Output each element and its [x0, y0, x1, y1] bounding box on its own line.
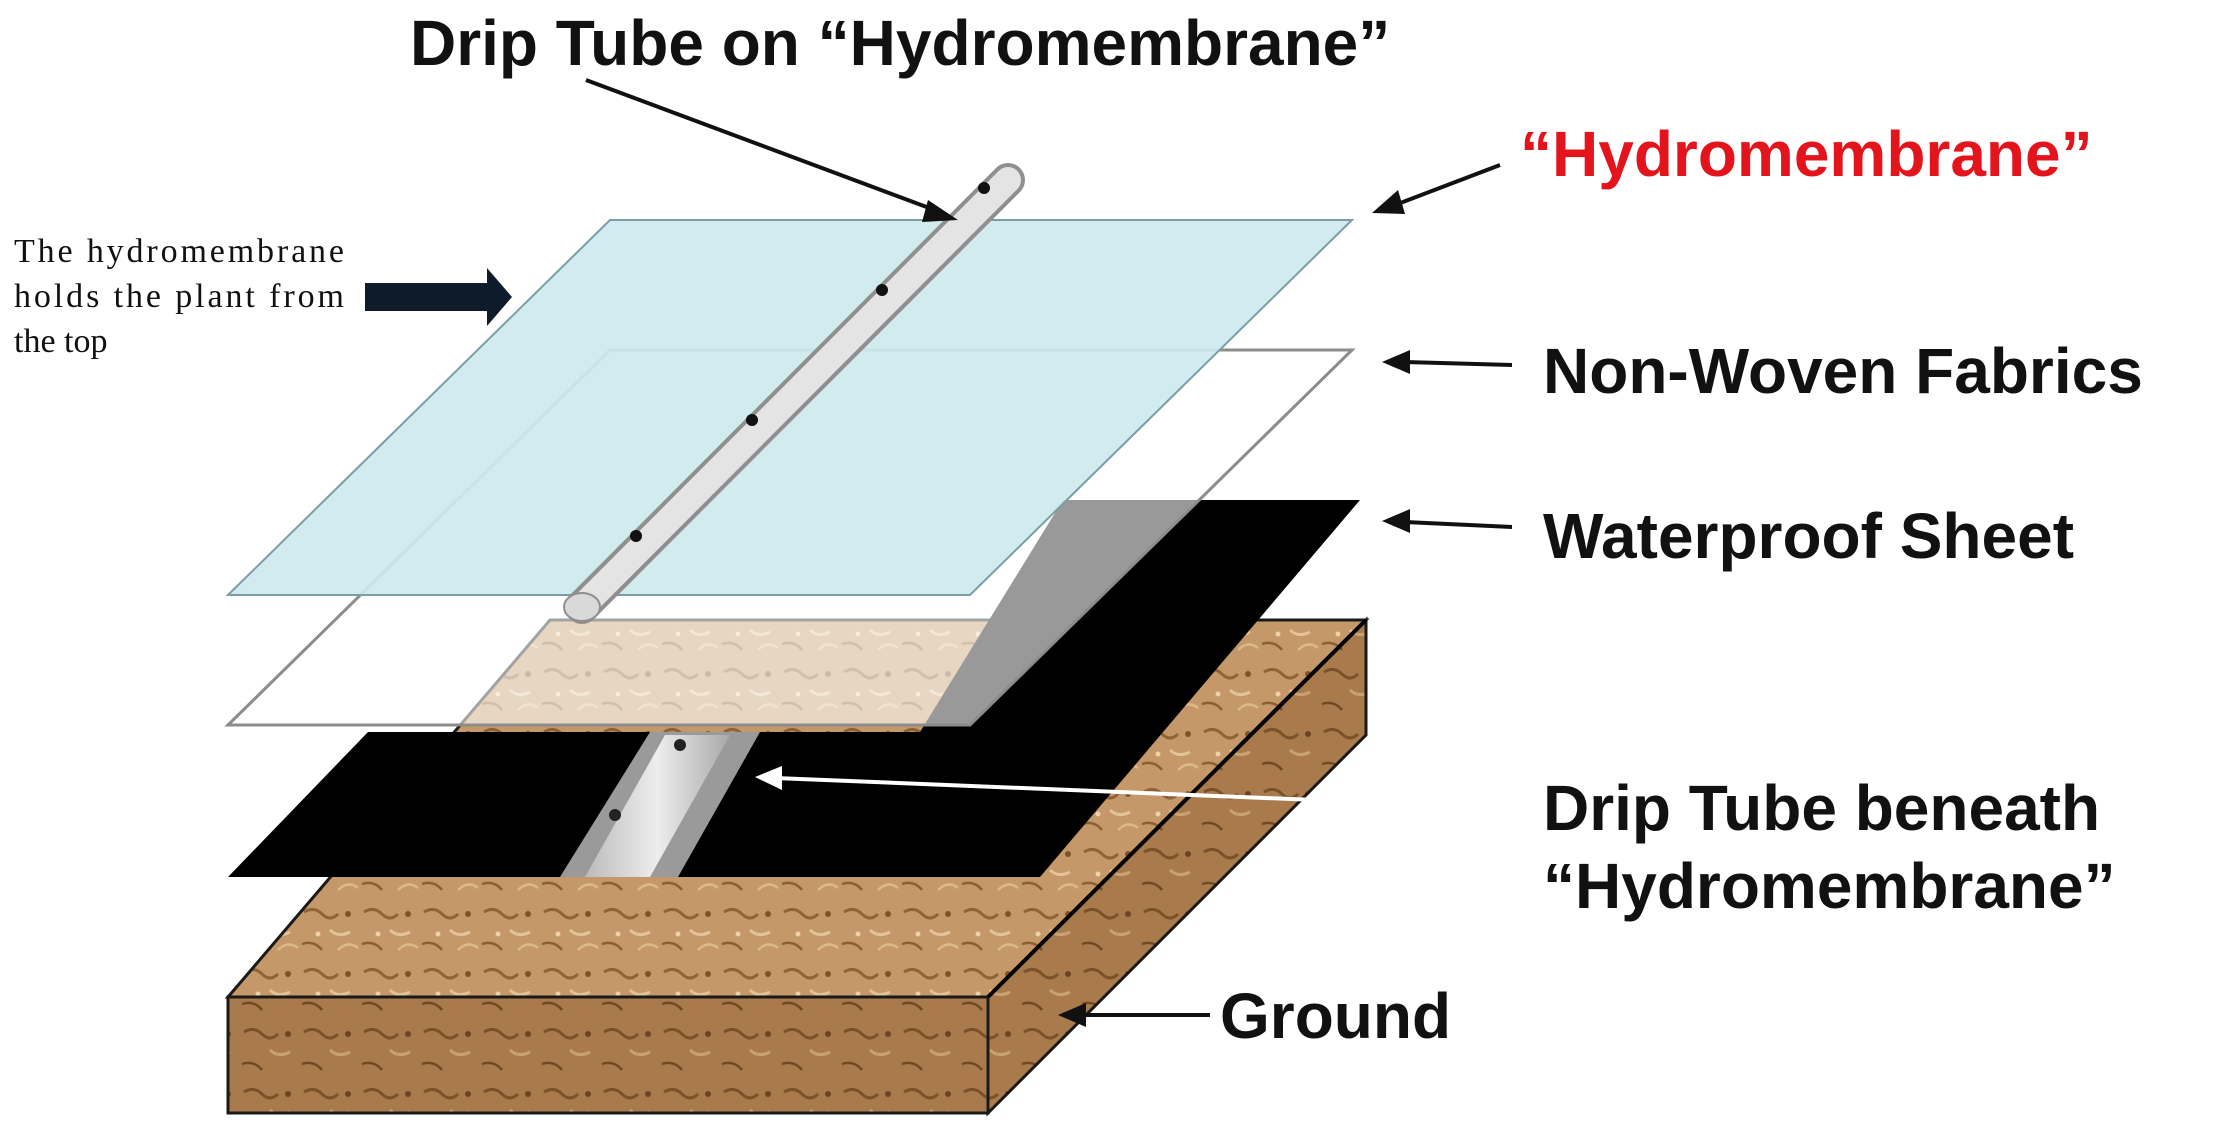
drip-tube-on-membrane	[563, 163, 1025, 624]
ground-seam	[986, 618, 1368, 999]
label-drip-tube-beneath-line1: Drip Tube beneath	[1543, 772, 2100, 844]
label-hydromembrane: “Hydromembrane”	[1520, 118, 2093, 190]
label-ground: Ground	[1220, 980, 1451, 1052]
label-drip-tube-on: Drip Tube on “Hydromembrane”	[410, 7, 1390, 79]
arrowhead-drip-tube-on	[922, 200, 958, 222]
label-drip-tube-beneath-line2: “Hydromembrane”	[1543, 850, 2116, 922]
arrowhead-non-woven	[1382, 350, 1410, 374]
note-line-1: The hydromembrane	[14, 233, 344, 270]
arrowhead-waterproof	[1382, 509, 1410, 533]
leader-lines	[585, 78, 1513, 1027]
surface-tube-hole	[876, 284, 888, 296]
note-line-3: the top	[14, 323, 107, 360]
leader-non-woven	[1404, 360, 1513, 367]
label-waterproof-sheet: Waterproof Sheet	[1543, 500, 2074, 572]
note-line-2: holds the plant from	[14, 278, 344, 315]
surface-tube-hole	[978, 182, 990, 194]
arrowhead-hydromembrane	[1372, 190, 1405, 214]
arrowhead-drip-tube-beneath	[755, 766, 782, 790]
leader-hydromembrane	[1394, 163, 1501, 207]
arrowhead-ground	[1058, 1003, 1086, 1027]
surface-tube-highlight	[569, 167, 1021, 620]
surface-tube-hole	[746, 414, 758, 426]
note-arrow-icon	[365, 268, 512, 326]
leader-drip-tube-beneath	[774, 776, 1513, 810]
ground-front-face	[226, 995, 990, 1115]
buried-tube-hole	[609, 809, 621, 821]
surface-tube-hole	[630, 530, 642, 542]
drip-tube-beneath	[560, 732, 760, 877]
label-non-woven-fabrics: Non-Woven Fabrics	[1543, 335, 2143, 407]
surface-tube-end	[563, 592, 601, 622]
buried-tube-hole	[674, 739, 686, 751]
leader-waterproof	[1404, 520, 1513, 529]
leader-drip-tube-on	[585, 78, 941, 214]
buried-tube-body	[585, 735, 730, 877]
